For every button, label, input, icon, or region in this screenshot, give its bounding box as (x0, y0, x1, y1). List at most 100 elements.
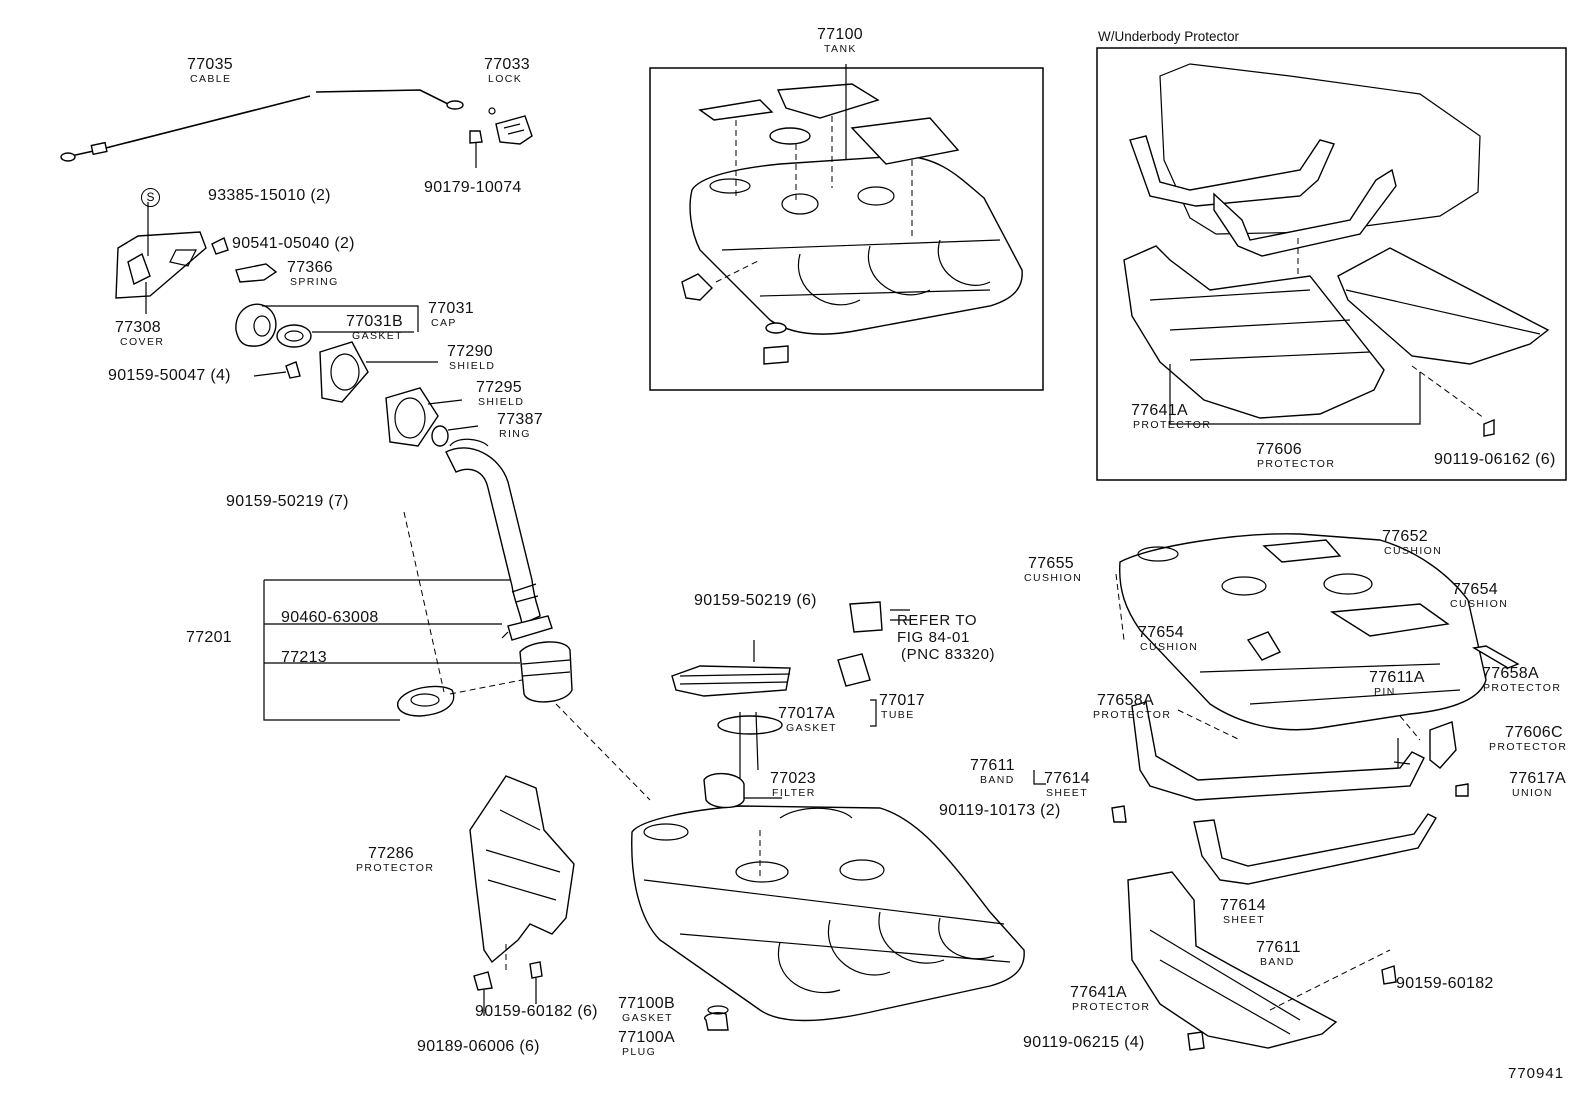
part-name-filter: FILTER (772, 787, 816, 799)
fuel-lid-cable-drawing (60, 89, 496, 162)
bottom-protector-drawing (1127, 871, 1397, 1051)
part-name-cable: CABLE (190, 73, 232, 85)
part-number-90189-06006: 90189-06006 (6) (417, 1038, 540, 1055)
part-name-lock: LOCK (488, 73, 523, 85)
part-name-gasket-77100b: GASKET (622, 1012, 673, 1024)
reference-line-1: REFER TO (897, 612, 978, 629)
part-number-77641a-inset: 77641A (1131, 402, 1188, 419)
fuel-cap-and-gasket-drawing (235, 303, 419, 379)
standard-part-symbol-icon: S (141, 188, 160, 207)
part-number-90460-63008: 90460-63008 (281, 609, 379, 626)
part-number-77031: 77031 (428, 300, 474, 317)
fuel-lid-cover-drawing (115, 202, 278, 314)
fuel-lid-lock-drawing (469, 115, 533, 168)
figure-id: 770941 (1508, 1065, 1565, 1082)
part-name-tube: TUBE (881, 709, 915, 721)
part-name-cushion-77654-right: CUSHION (1450, 598, 1509, 610)
part-name-shield-77295: SHIELD (478, 396, 525, 408)
part-name-sheet-bottom: SHEET (1223, 914, 1266, 926)
part-number-90159-60182-6: 90159-60182 (6) (475, 1003, 598, 1020)
part-number-77654-right: 77654 (1452, 581, 1498, 598)
part-number-77654-left: 77654 (1138, 624, 1184, 641)
part-name-tank-inset: TANK (824, 43, 857, 55)
part-name-shield-77290: SHIELD (449, 360, 496, 372)
part-name-ring: RING (499, 428, 531, 440)
part-name-protector-77658a-right: PROTECTOR (1483, 682, 1562, 694)
part-number-77611-left: 77611 (970, 757, 1015, 774)
part-number-77308: 77308 (115, 319, 161, 336)
part-name-band-left: BAND (980, 774, 1015, 786)
part-number-77617a: 77617A (1509, 770, 1566, 787)
part-number-77023: 77023 (770, 770, 816, 787)
part-number-77035: 77035 (187, 56, 233, 73)
part-number-77606c: 77606C (1505, 724, 1563, 741)
part-number-77213: 77213 (281, 649, 327, 666)
part-number-90159-50219-7: 90159-50219 (7) (226, 493, 349, 510)
part-number-90159-50219-6: 90159-50219 (6) (694, 592, 817, 609)
reference-line-3: (PNC 83320) (901, 646, 996, 663)
part-name-cap: CAP (431, 317, 457, 329)
part-number-77606: 77606 (1256, 441, 1302, 458)
part-number-90159-60182: 90159-60182 (1396, 975, 1494, 992)
fuel-tank-inset-drawing (681, 64, 1023, 365)
part-number-77290: 77290 (447, 343, 493, 360)
part-name-union: UNION (1512, 787, 1553, 799)
part-number-77655: 77655 (1028, 555, 1074, 572)
part-number-77387: 77387 (497, 411, 543, 428)
part-number-90541-05040: 90541-05040 (2) (232, 235, 355, 252)
part-number-77033: 77033 (484, 56, 530, 73)
inset-title-underbody-protector: W/Underbody Protector (1098, 29, 1240, 44)
part-number-90119-06215: 90119-06215 (4) (1023, 1034, 1145, 1051)
part-number-93385-15010: 93385-15010 (2) (208, 187, 331, 204)
part-name-cushion-77654-left: CUSHION (1140, 641, 1199, 653)
part-name-protector-77658a-left: PROTECTOR (1093, 709, 1172, 721)
part-number-77652: 77652 (1382, 528, 1428, 545)
underbody-protector-inset-box (1096, 47, 1567, 481)
part-number-77658a-right: 77658A (1482, 665, 1539, 682)
part-name-spring: SPRING (290, 276, 339, 288)
part-number-77286: 77286 (368, 845, 414, 862)
part-name-cushion-77655: CUSHION (1024, 572, 1083, 584)
part-number-90119-10173: 90119-10173 (2) (939, 802, 1061, 819)
part-name-band-bottom: BAND (1260, 956, 1295, 968)
lower-right-tank-drawing (1115, 533, 1520, 741)
part-name-protector-77606c: PROTECTOR (1489, 741, 1568, 753)
part-name-sheet-left: SHEET (1046, 787, 1089, 799)
part-number-77611-bottom: 77611 (1256, 939, 1301, 956)
part-name-plug: PLUG (622, 1046, 657, 1058)
part-number-77100b: 77100B (618, 995, 675, 1012)
bands-sheets-drawing (1033, 701, 1469, 885)
part-number-77295: 77295 (476, 379, 522, 396)
underbody-protector-inset-drawing (1123, 63, 1550, 437)
part-name-protector-77606: PROTECTOR (1257, 458, 1336, 470)
part-name-gasket-77017a: GASKET (786, 722, 837, 734)
part-number-77031b: 77031B (346, 313, 403, 330)
part-name-gasket-cap: GASKET (352, 330, 403, 342)
part-number-77641a-bottom: 77641A (1070, 984, 1127, 1001)
part-number-77201: 77201 (186, 629, 232, 646)
part-number-77100a: 77100A (618, 1029, 675, 1046)
part-number-90159-50047: 90159-50047 (4) (108, 367, 231, 384)
main-fuel-tank-drawing (631, 805, 1025, 1031)
part-number-90119-06162: 90119-06162 (6) (1434, 451, 1556, 468)
part-name-cover: COVER (120, 336, 165, 348)
filler-shields-and-ring-drawing (319, 341, 479, 447)
part-name-protector-77641a-inset: PROTECTOR (1133, 419, 1212, 431)
part-number-77611a: 77611A (1369, 669, 1425, 686)
reference-line-2: FIG 84-01 (897, 629, 970, 646)
part-number-77017a: 77017A (778, 705, 835, 722)
part-name-cushion-77652: CUSHION (1384, 545, 1443, 557)
part-name-protector-77286: PROTECTOR (356, 862, 435, 874)
part-name-pin: PIN (1374, 686, 1396, 698)
part-number-77100: 77100 (817, 26, 863, 43)
part-number-77614-bottom: 77614 (1220, 897, 1266, 914)
part-number-77614-left: 77614 (1044, 770, 1090, 787)
part-number-77017: 77017 (879, 692, 925, 709)
part-name-protector-77641a-bottom: PROTECTOR (1072, 1001, 1151, 1013)
part-number-77658a-left: 77658A (1097, 692, 1154, 709)
part-number-77366: 77366 (287, 259, 333, 276)
filler-protector-drawing (469, 775, 575, 1016)
filler-pipe-drawing (263, 438, 651, 801)
fuel-pump-gauge-drawing (671, 601, 910, 880)
